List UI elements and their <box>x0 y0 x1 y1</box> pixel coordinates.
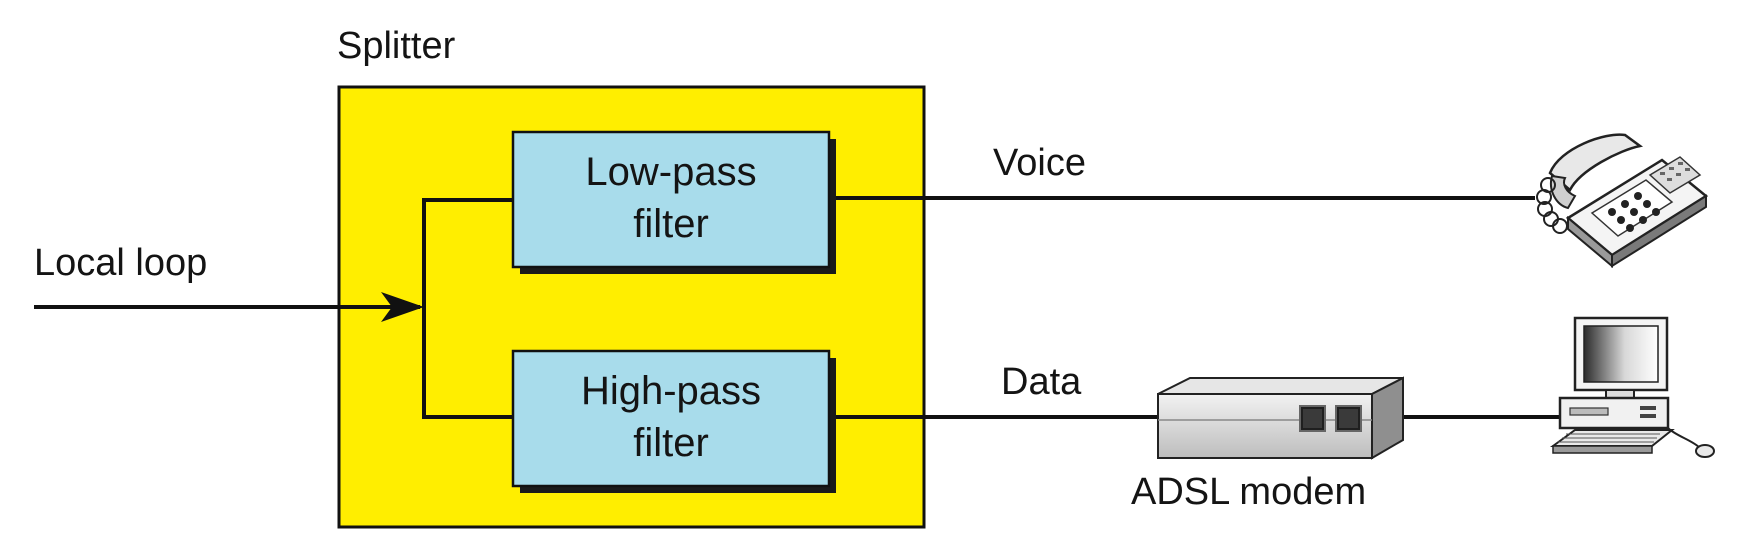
high-pass-filter-line1: High-pass <box>580 369 762 413</box>
voice-label: Voice <box>993 142 1086 184</box>
high-pass-filter-label: High-pass filter <box>513 365 829 469</box>
local-loop-arrowhead <box>381 292 424 322</box>
adsl-modem-icon <box>1157 376 1404 460</box>
low-pass-filter-line2: filter <box>633 202 709 246</box>
local-loop-label: Local loop <box>34 242 208 284</box>
low-pass-filter-label: Low-pass filter <box>513 146 829 250</box>
data-label: Data <box>1001 361 1082 403</box>
desktop-computer-icon <box>1549 316 1715 458</box>
low-pass-filter-line1: Low-pass <box>585 150 757 194</box>
low-pass-filter-box <box>511 130 831 269</box>
splitter-label: Splitter <box>337 25 456 67</box>
high-pass-filter-line2: filter <box>633 421 709 465</box>
telephone-icon <box>1536 133 1709 269</box>
high-pass-filter-box <box>511 349 831 488</box>
adsl-modem-label: ADSL modem <box>1131 471 1367 513</box>
